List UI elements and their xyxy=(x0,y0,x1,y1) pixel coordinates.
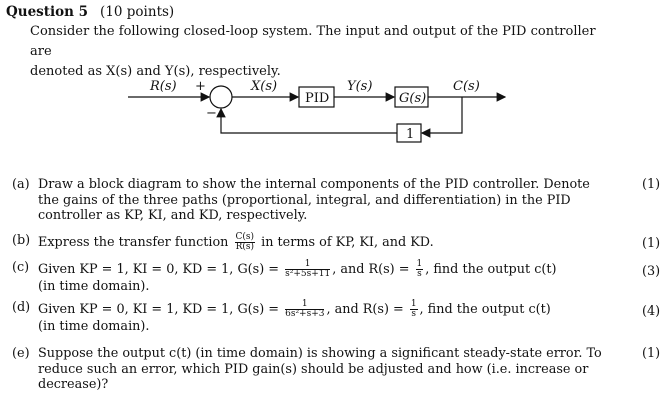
question-d-r-denominator: s xyxy=(411,309,416,319)
question-c-label: (c) xyxy=(12,260,30,275)
question-e-label: (e) xyxy=(12,346,30,361)
question-b: (b) Express the transfer function C(s)R(… xyxy=(12,232,610,252)
question-d-g-numerator: 1 xyxy=(285,300,325,310)
question-d-text-after: , find the output c(t) xyxy=(419,302,551,317)
intro-line-2: denoted as X(s) and Y(s), respectively. xyxy=(30,64,281,79)
question-d-points: (4) xyxy=(642,304,661,319)
minus-sign: − xyxy=(206,106,217,121)
output-label: C(s) xyxy=(453,79,480,94)
question-d-text-before: Given KP = 0, KI = 1, KD = 1, G(s) = xyxy=(38,302,280,317)
question-c-r-denominator: s xyxy=(417,269,422,279)
question-a: (a) Draw a block diagram to show the int… xyxy=(12,177,610,224)
question-c-r-numerator: 1 xyxy=(415,259,424,270)
question-a-label: (a) xyxy=(12,177,30,192)
question-b-text-before: Express the transfer function xyxy=(38,235,229,250)
question-d-label: (d) xyxy=(12,300,31,315)
intro-text: Consider the following closed-loop syste… xyxy=(30,22,620,82)
plant-label: G(s) xyxy=(399,91,426,106)
question-header: Question 5 (10 points) xyxy=(6,4,174,20)
feedback-line-right xyxy=(420,97,463,138)
question-c: (c) Given KP = 1, KI = 0, KD = 1, G(s) =… xyxy=(12,259,610,295)
tf-numerator: C(s) xyxy=(234,232,256,243)
question-title: Question 5 xyxy=(6,4,89,20)
question-e-points: (1) xyxy=(642,346,661,361)
transfer-function-fraction: C(s)R(s) xyxy=(234,232,256,252)
question-d-g-denominator: 6s²+s+3 xyxy=(285,309,325,319)
question-b-points: (1) xyxy=(642,236,661,251)
feedback-line-left xyxy=(216,107,397,134)
question-b-label: (b) xyxy=(12,233,31,248)
question-c-text-mid: , and R(s) = xyxy=(332,262,410,277)
pid-output-label: Y(s) xyxy=(347,79,372,94)
question-e-text: Suppose the output c(t) (in time domain)… xyxy=(38,346,602,392)
question-d: (d) Given KP = 0, KI = 1, KD = 1, G(s) =… xyxy=(12,299,610,335)
question-c-g-numerator: 1 xyxy=(285,260,331,270)
feedback-gain-label: 1 xyxy=(406,127,414,142)
question-c-g-denominator: s²+5s+11 xyxy=(285,269,331,279)
question-points: (10 points) xyxy=(100,4,175,20)
question-d-line-2: (in time domain). xyxy=(38,319,150,334)
tf-denominator: R(s) xyxy=(235,242,254,252)
question-e: (e) Suppose the output c(t) (in time dom… xyxy=(12,346,610,393)
question-b-text-after: in terms of KP, KI, and KD. xyxy=(261,235,434,250)
plus-sign: + xyxy=(195,79,206,94)
question-a-text: Draw a block diagram to show the interna… xyxy=(38,177,590,223)
question-a-points: (1) xyxy=(642,177,661,192)
error-label: X(s) xyxy=(250,79,277,94)
question-c-text-after: , find the output c(t) xyxy=(425,262,557,277)
summing-junction xyxy=(209,85,233,109)
question-c-text-before: Given KP = 1, KI = 0, KD = 1, G(s) = xyxy=(38,262,280,277)
intro-line-1: Consider the following closed-loop syste… xyxy=(30,24,596,59)
input-label: R(s) xyxy=(149,79,177,94)
question-d-r-numerator: 1 xyxy=(409,299,418,310)
pid-label: PID xyxy=(305,91,329,106)
question-c-points: (3) xyxy=(642,264,661,279)
block-diagram: R(s) + − X(s) PID Y(s) G(s) C(s) 1 xyxy=(128,79,507,143)
question-d-text-mid: , and R(s) = xyxy=(326,302,404,317)
question-c-line-2: (in time domain). xyxy=(38,279,150,294)
